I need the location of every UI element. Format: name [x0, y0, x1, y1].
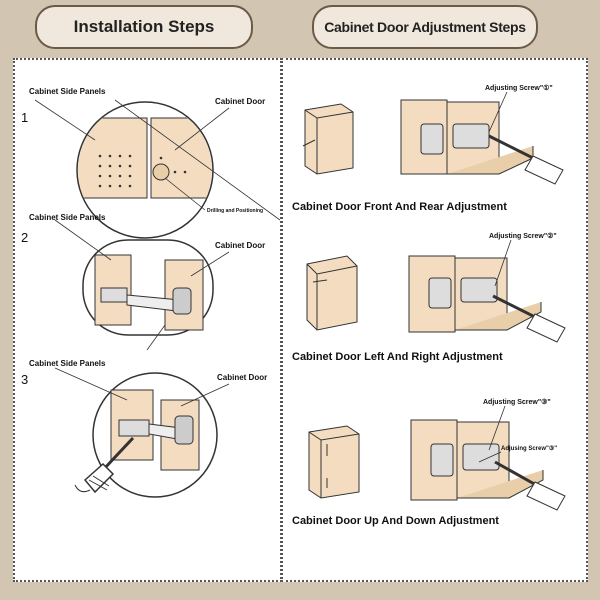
step-1-number: 1 [21, 110, 28, 125]
adjustment-diagram: Adjusting Screw"①" Cabinet Door Front An… [292, 84, 566, 527]
step-3-magnifier [54, 367, 230, 498]
step-2-door-label: Cabinet Door [215, 241, 265, 250]
adjustment-steps-title: Cabinet Door Adjustment Steps [324, 19, 526, 35]
row-2-cabinet-box-icon [306, 255, 358, 331]
row-3-screw-label: Adjusting Screw"③" [483, 398, 551, 406]
step-3-screwdriver-icon [74, 436, 135, 494]
row-2-hinge-diagram [408, 255, 566, 343]
step-2-side-label: Cabinet Side Panels [29, 213, 106, 222]
step-3-side-label: Cabinet Side Panels [29, 359, 106, 368]
row-1-screw-label: Adjusting Screw"①" [485, 84, 553, 92]
adjustment-steps-panel: Adjusting Screw"①" Cabinet Door Front An… [281, 58, 588, 582]
installation-steps-panel: 1 Cabinet Side Panels Cabinet Door Drill… [13, 58, 282, 582]
installation-steps-title: Installation Steps [73, 17, 215, 36]
step-2-magnifier [54, 219, 230, 351]
row-1-caption: Cabinet Door Front And Rear Adjustment [292, 201, 507, 213]
installation-diagram: 1 Cabinet Side Panels Cabinet Door Drill… [21, 87, 280, 498]
step-1-note: Drilling and Positioning [207, 208, 263, 214]
installation-steps-header: Installation Steps [35, 5, 253, 49]
row-2-screw-label: Adjusting Screw"②" [489, 232, 557, 240]
step-1-magnifier [34, 99, 280, 239]
step-2-number: 2 [21, 230, 28, 245]
step-3-number: 3 [21, 372, 28, 387]
row-1-cabinet-box-icon [302, 103, 354, 175]
row-2-caption: Cabinet Door Left And Right Adjustment [292, 351, 503, 363]
row-3-screw-label-2: Adjusing Screw"③" [501, 445, 557, 452]
row-3-hinge-diagram [410, 419, 566, 511]
adjustment-steps-header: Cabinet Door Adjustment Steps [312, 5, 538, 49]
step-1-door-label: Cabinet Door [215, 97, 265, 106]
step-3-door-label: Cabinet Door [217, 373, 267, 382]
step-1-side-label: Cabinet Side Panels [29, 87, 106, 96]
row-1-hinge-diagram [400, 99, 564, 185]
row-3-caption: Cabinet Door Up And Down Adjustment [292, 515, 499, 527]
row-3-cabinet-box-icon [308, 425, 360, 499]
